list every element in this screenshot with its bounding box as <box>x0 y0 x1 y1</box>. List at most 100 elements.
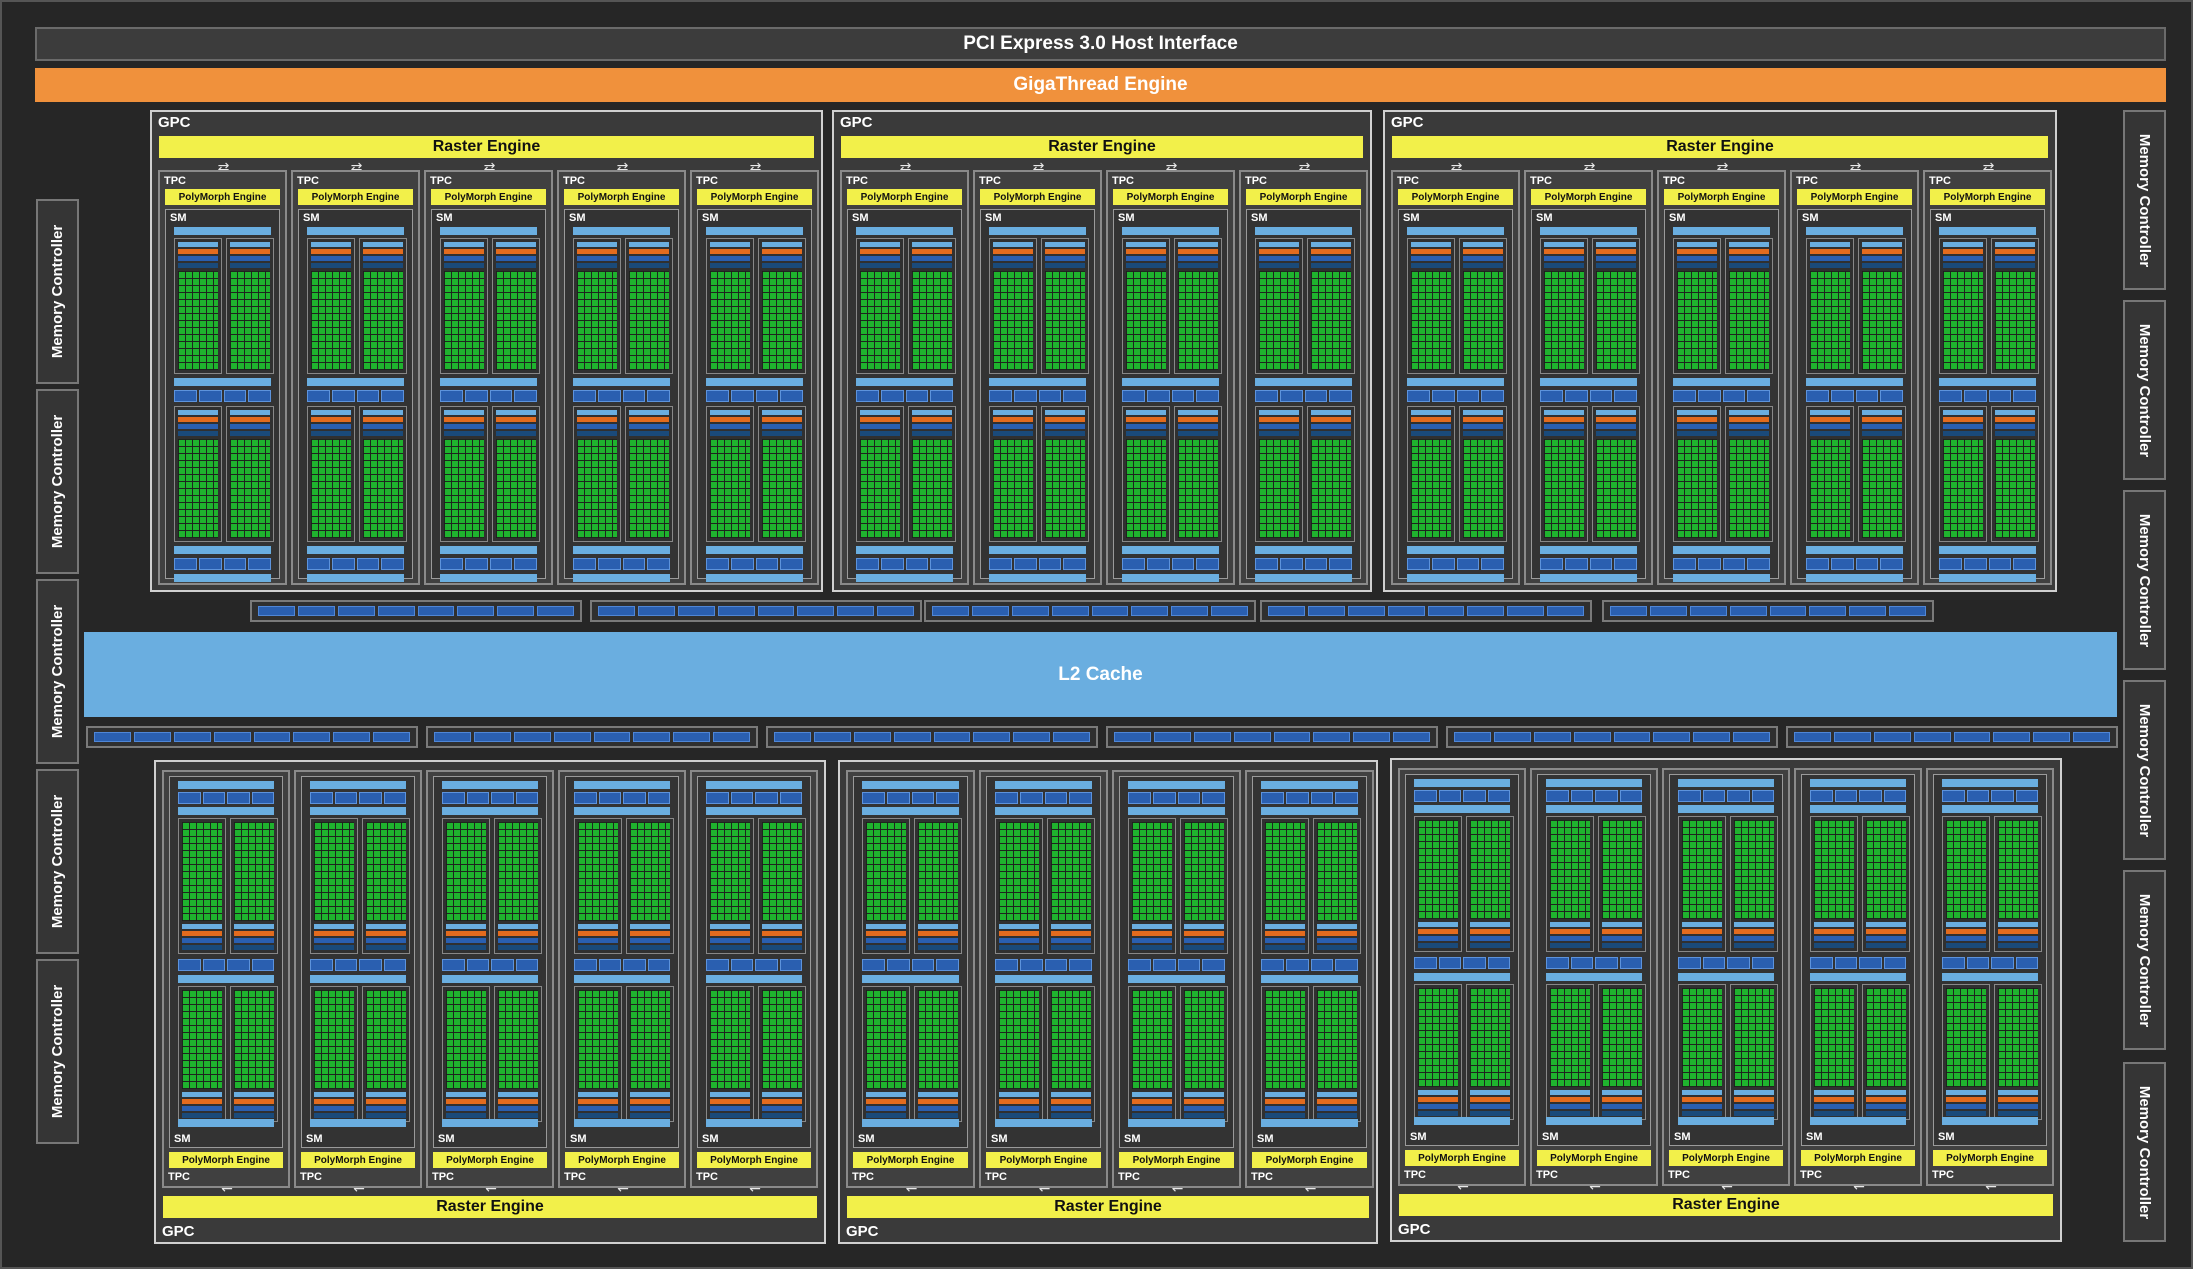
register-band <box>710 424 750 429</box>
texture-unit <box>1727 790 1750 802</box>
texture-unit <box>1019 959 1043 971</box>
register-band <box>444 431 484 436</box>
register-band <box>234 1113 274 1118</box>
register-band <box>444 417 484 422</box>
texture-unit <box>1487 957 1510 969</box>
cuda-core-grid <box>1596 439 1636 538</box>
register-band <box>182 924 222 929</box>
polymorph-engine: PolyMorph Engine <box>298 189 413 205</box>
register-band <box>918 1099 958 1104</box>
l1-cache <box>1546 779 1642 787</box>
cuda-core-grid <box>762 439 802 538</box>
register-band <box>1682 1104 1722 1109</box>
cuda-core-grid <box>1178 439 1218 538</box>
cuda-core-grid <box>860 439 900 538</box>
shared-memory <box>706 378 803 386</box>
shared-memory <box>1673 378 1770 386</box>
register-band <box>577 256 617 261</box>
cuda-core-grid <box>182 990 222 1089</box>
texture-units <box>573 390 670 402</box>
register-band <box>363 431 403 436</box>
register-band <box>498 945 538 950</box>
texture-unit <box>1019 792 1043 804</box>
texture-unit <box>1883 790 1906 802</box>
gpc-label: GPC <box>846 1223 879 1240</box>
cuda-core-grid <box>993 271 1033 370</box>
l1-cache <box>442 781 538 789</box>
register-band <box>1862 256 1902 261</box>
register-band <box>630 945 670 950</box>
register-band <box>993 424 1033 429</box>
register-band <box>1946 1104 1986 1109</box>
memory-controller-label: Memory Controller <box>2136 1085 2154 1219</box>
crossbar-unit <box>1091 606 1129 616</box>
shared-memory <box>574 975 670 983</box>
memory-controller-label: Memory Controller <box>49 414 67 549</box>
register-band <box>1862 242 1902 247</box>
register-band <box>182 1099 222 1104</box>
polymorph-engine: PolyMorph Engine <box>165 189 280 205</box>
texture-unit <box>174 390 197 402</box>
shared-memory <box>1546 973 1642 981</box>
texture-unit <box>905 390 929 402</box>
texture-unit <box>930 390 953 402</box>
texture-units <box>574 792 670 804</box>
tpc-label: TPC <box>1668 1169 1690 1181</box>
cuda-core-grid <box>1470 988 1510 1087</box>
texture-units <box>1128 792 1225 804</box>
register-band <box>366 1092 406 1097</box>
polymorph-engine: PolyMorph Engine <box>853 1152 968 1168</box>
register-band <box>1463 242 1503 247</box>
register-band <box>1470 922 1510 927</box>
register-band <box>1544 431 1584 436</box>
register-band <box>1862 417 1902 422</box>
texture-units <box>1540 558 1637 570</box>
register-band <box>1259 431 1299 436</box>
l1-cache <box>1942 1117 2038 1125</box>
raster-engine: Raster Engine <box>1399 1194 2053 1216</box>
texture-unit <box>1830 390 1854 402</box>
register-band <box>314 1099 354 1104</box>
register-band <box>1814 929 1854 934</box>
register-band <box>993 249 1033 254</box>
register-band <box>577 263 617 268</box>
register-band <box>999 945 1039 950</box>
register-band <box>311 410 351 415</box>
cuda-core-grid <box>1602 820 1642 919</box>
texture-unit <box>1570 790 1593 802</box>
cuda-core-grid <box>230 439 270 538</box>
register-band <box>630 931 670 936</box>
register-band <box>1470 1111 1510 1116</box>
cuda-core-grid <box>498 990 538 1089</box>
texture-unit <box>706 959 729 971</box>
register-band <box>629 410 669 415</box>
tpc-label: TPC <box>1397 175 1419 187</box>
register-band <box>1810 410 1850 415</box>
texture-unit <box>647 390 670 402</box>
sm-processing-block <box>359 406 407 542</box>
register-band <box>1418 1097 1458 1102</box>
shared-memory <box>1255 546 1352 554</box>
register-band <box>446 931 486 936</box>
register-band <box>1184 931 1224 936</box>
crossbar-segment <box>1602 600 1934 622</box>
cuda-core-grid <box>1178 271 1218 370</box>
register-band <box>498 1113 538 1118</box>
l1-cache <box>856 574 953 582</box>
memory-controller-right: Memory Controller <box>2123 680 2166 860</box>
register-band <box>578 1092 618 1097</box>
sm-processing-block <box>573 406 621 542</box>
register-band <box>363 410 403 415</box>
texture-unit <box>491 792 514 804</box>
texture-unit <box>1128 792 1151 804</box>
shared-memory <box>856 378 953 386</box>
cuda-core-grid <box>866 990 906 1089</box>
cuda-core-grid <box>1995 439 2035 538</box>
cuda-core-grid <box>1943 439 1983 538</box>
register-band <box>1411 431 1451 436</box>
sm-processing-block <box>1939 238 1987 374</box>
cuda-core-grid <box>1866 820 1906 919</box>
memory-controller-label: Memory Controller <box>2136 323 2154 457</box>
texture-unit <box>779 792 802 804</box>
register-band <box>1814 1111 1854 1116</box>
